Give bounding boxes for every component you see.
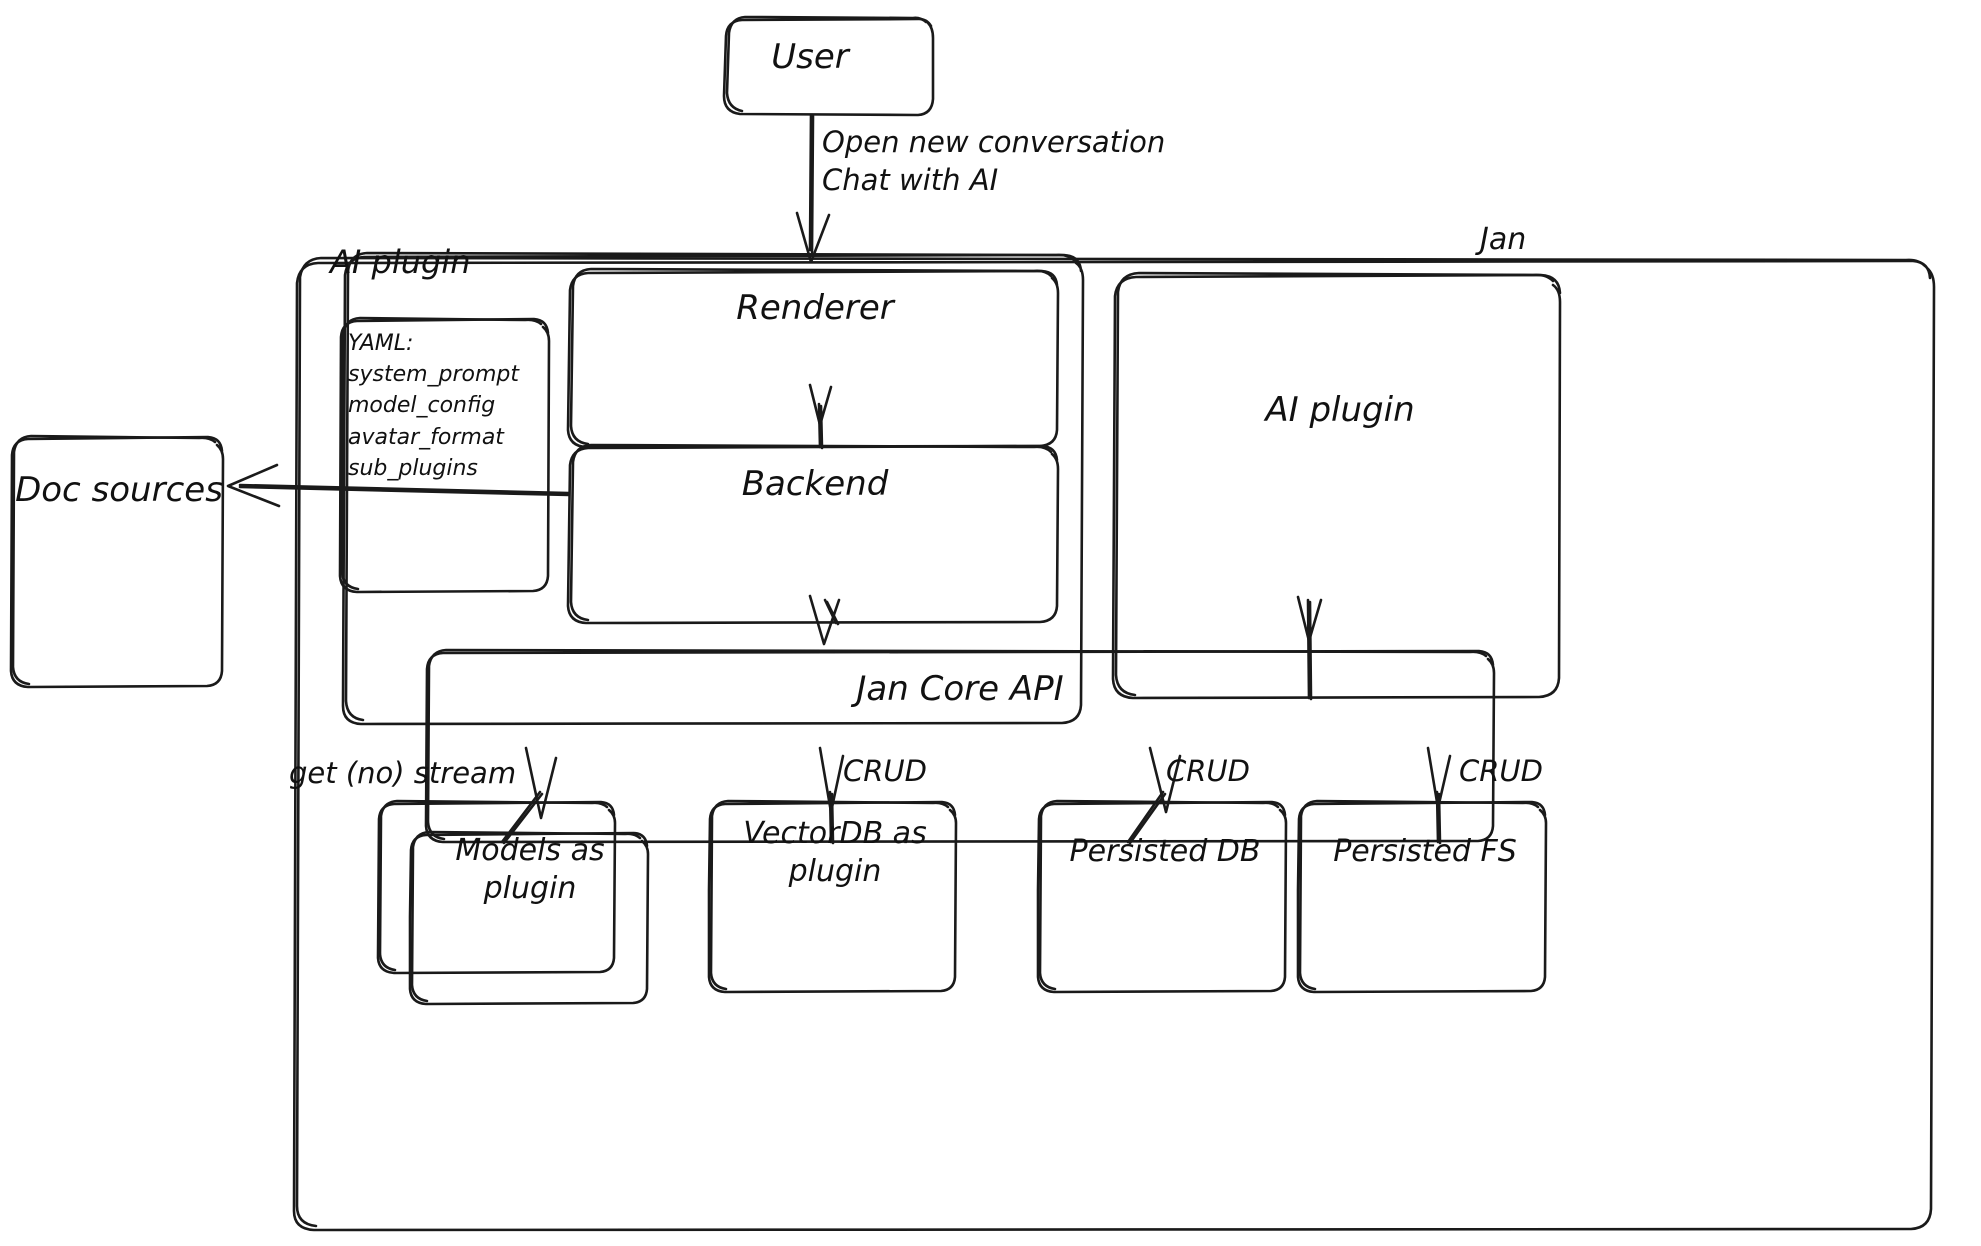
edge-backend-to-jan-core-api — [808, 594, 841, 646]
container-label-jan: Jan — [1480, 222, 1527, 257]
edge-renderer-to-backend — [808, 383, 833, 450]
node-vectordb-as-plugin-shape — [707, 799, 958, 994]
node-persisted-fs-shape — [1296, 799, 1548, 994]
node-models-as-plugin-front-shape — [408, 830, 650, 1006]
yaml-note-shape — [338, 316, 551, 594]
edge-core-to-models — [500, 746, 558, 845]
edge-label-core-to-models: get (no) stream — [289, 756, 517, 790]
container-jan-shape — [292, 256, 1936, 1232]
edge-backend-to-doc-sources — [226, 463, 571, 508]
yaml-note-text: YAML: system_prompt model_config avatar_… — [348, 331, 520, 481]
edge-core-to-persisted-fs — [1426, 746, 1452, 845]
edge-ai-plugin-to-jan-core-api — [1296, 595, 1323, 701]
node-backend-shape — [566, 443, 1060, 625]
node-renderer-shape — [566, 267, 1060, 449]
node-jan-core-api-shape — [424, 648, 1496, 844]
node-ai-plugin-right-shape — [1111, 271, 1562, 700]
node-persisted-db-shape — [1036, 799, 1288, 994]
edge-core-to-persisted-db — [1126, 746, 1182, 845]
node-user-shape — [722, 15, 935, 117]
container-ai-plugin-group-shape — [341, 251, 1085, 726]
edge-label-user-to-renderer: Open new conversation Chat with AI — [822, 125, 1166, 197]
edge-label-core-to-persisted-fs: CRUD — [1459, 754, 1543, 788]
node-doc-sources-shape — [9, 434, 225, 689]
container-label-ai-plugin-group: AI plugin — [330, 243, 471, 281]
edge-label-core-to-persisted-db: CRUD — [1166, 754, 1250, 788]
edge-label-core-to-vectordb: CRUD — [843, 754, 927, 788]
edge-core-to-vectordb — [818, 746, 845, 845]
edge-user-to-renderer — [795, 113, 831, 264]
node-models-as-plugin-back-shape — [376, 799, 617, 975]
